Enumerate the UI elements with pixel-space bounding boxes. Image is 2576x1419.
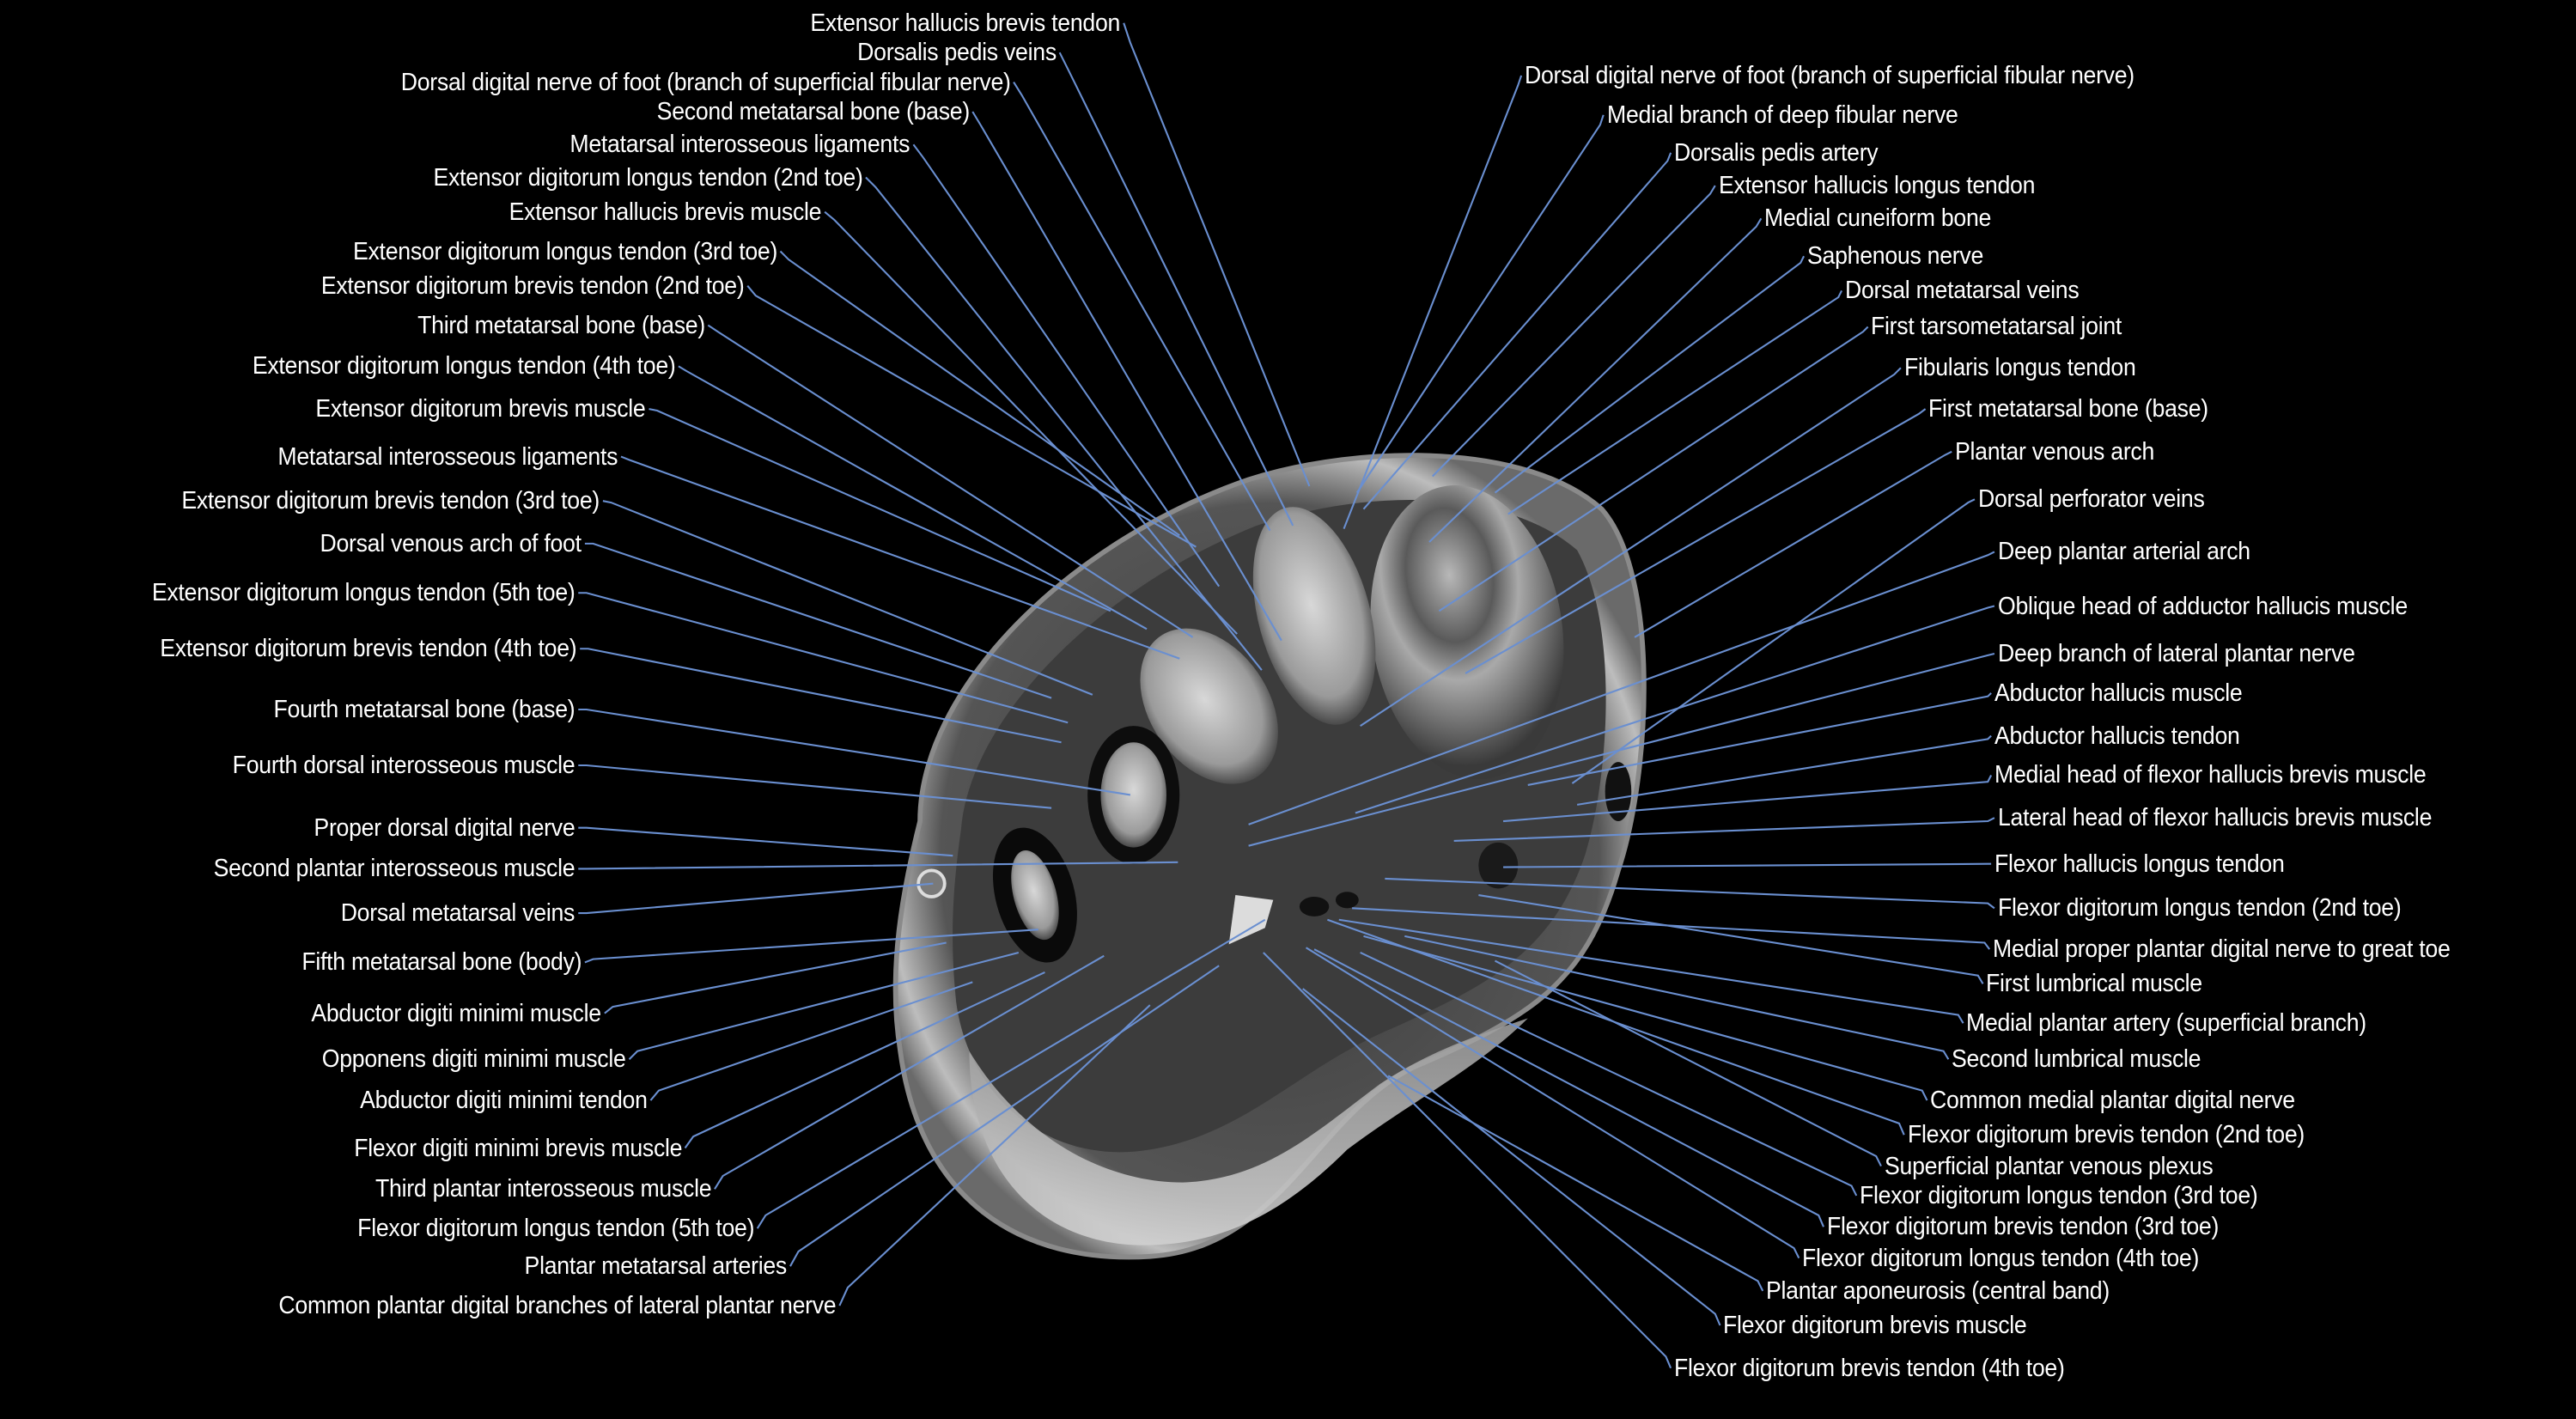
leader-line <box>1527 692 1992 786</box>
leader-line <box>649 981 973 1101</box>
leader-line <box>1507 289 1842 515</box>
leader-lines <box>578 22 1995 1369</box>
leader-line <box>620 455 1180 660</box>
leader-line <box>580 648 1062 744</box>
leader-line <box>1503 862 1992 868</box>
leader-line <box>1634 450 1952 638</box>
leader-line <box>1248 551 1995 825</box>
leader-line <box>1123 22 1311 487</box>
leader-line <box>1302 988 1721 1326</box>
leader-line <box>584 929 1038 964</box>
leader-line <box>1438 326 1869 612</box>
leader-line <box>1355 605 1995 814</box>
leader-line <box>1360 367 1902 727</box>
fifth-metatarsal-bone <box>1011 850 1059 941</box>
leader-line <box>789 965 1220 1267</box>
plantar-fat-pad <box>969 1018 1528 1245</box>
leader-line <box>649 408 1111 612</box>
leader-line <box>1338 918 1964 1024</box>
leader-line <box>1432 185 1716 478</box>
leader-line <box>1013 82 1271 532</box>
leader-line <box>678 365 1148 630</box>
leader-line <box>1453 817 1995 843</box>
leader-line <box>971 111 1282 642</box>
second-metatarsal-bone <box>1252 507 1376 725</box>
flexor-hallucis-longus-tendon-shape <box>1478 842 1519 889</box>
tendon-dark-spot <box>1605 762 1632 822</box>
leader-line <box>714 954 1105 1190</box>
leader-line <box>912 143 1221 588</box>
leader-line <box>1385 877 1995 910</box>
leader-line <box>578 861 1178 870</box>
leader-line <box>1355 114 1605 494</box>
leader-line <box>602 500 1093 696</box>
leader-line <box>746 285 1197 548</box>
leader-line <box>1343 75 1523 530</box>
leader-line <box>578 826 953 857</box>
leader-line <box>1465 408 1927 674</box>
mri-foot-cross-section <box>892 453 1647 1260</box>
third-metatarsal-bone <box>1140 628 1278 784</box>
leader-line <box>684 971 1045 1149</box>
leader-line <box>756 918 1266 1229</box>
leader-line <box>1248 652 1995 847</box>
central-ligament <box>1228 895 1274 945</box>
leader-line <box>1576 734 1992 806</box>
tendon-dark-spot <box>1299 896 1330 917</box>
leader-line <box>578 764 1052 809</box>
leader-line <box>604 941 947 1014</box>
leader-line <box>628 951 1020 1061</box>
leader-line <box>838 1004 1151 1306</box>
leader-line <box>1363 935 1928 1101</box>
leader-line <box>1502 775 1993 823</box>
leader-line <box>578 882 934 915</box>
leader-line <box>1495 959 1882 1167</box>
leader-line <box>1404 935 1950 1060</box>
leader-line <box>1305 947 1800 1259</box>
first-metatarsal-bone <box>1370 485 1564 780</box>
leader-line <box>1428 217 1763 543</box>
leader-line <box>1327 918 1905 1136</box>
leader-line <box>779 250 1180 537</box>
leader-line <box>824 210 1238 635</box>
leader-line <box>1313 948 1824 1227</box>
leader-line <box>1387 1075 1764 1292</box>
leader-line <box>1352 907 1991 950</box>
leader-line <box>1362 152 1672 510</box>
leader-line <box>707 324 1194 638</box>
leader-line <box>1058 52 1294 527</box>
fourth-metatarsal-bone <box>1100 742 1166 848</box>
leader-line <box>1263 952 1672 1369</box>
leader-line <box>1494 255 1806 494</box>
tendon-dark-spot <box>1335 892 1359 909</box>
leader-line <box>578 592 1069 724</box>
leader-line <box>584 542 1052 699</box>
leader-line <box>1478 894 1984 984</box>
leader-line <box>1360 952 1858 1197</box>
leader-line <box>865 176 1263 671</box>
leader-line <box>578 708 1131 796</box>
leader-line <box>1571 498 1976 784</box>
